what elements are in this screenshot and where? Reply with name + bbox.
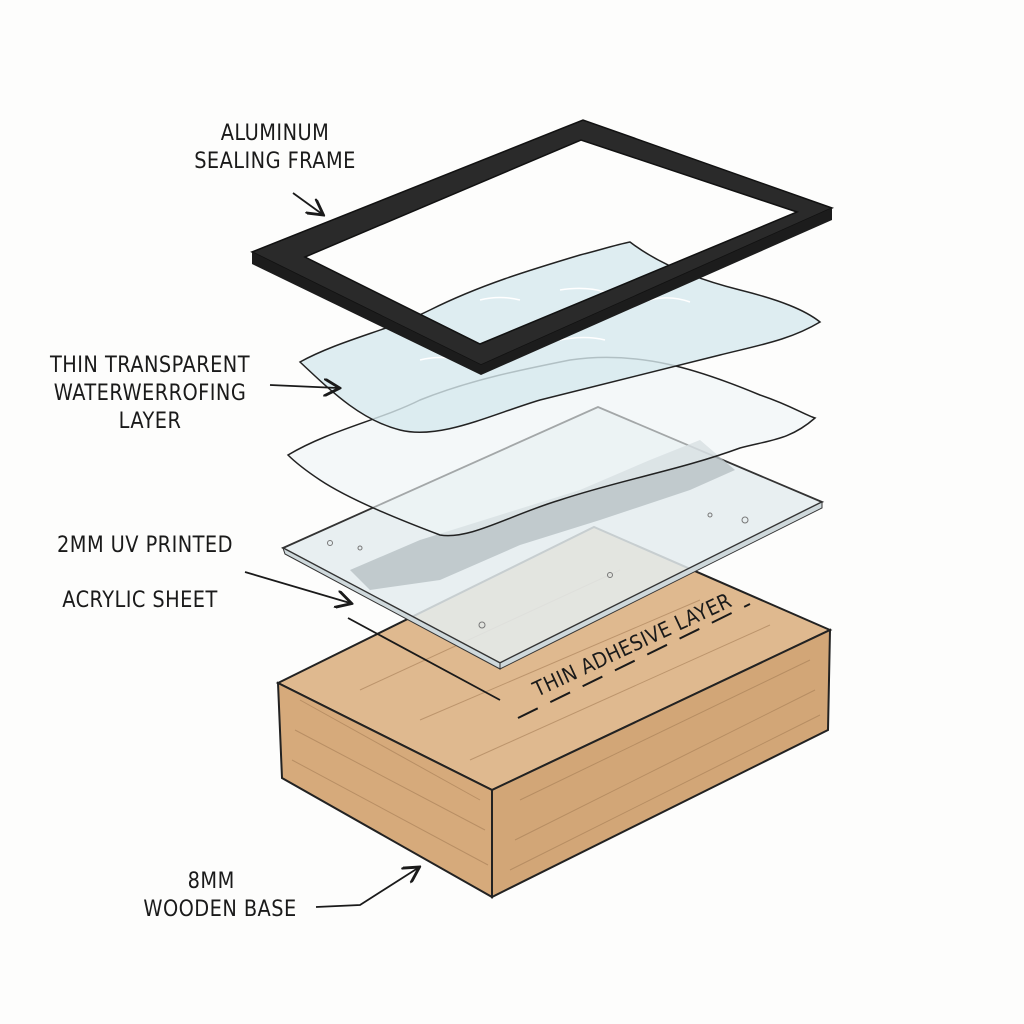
leader-lines: [244, 192, 501, 908]
waterproofing-label-line2: WATERWERROFING: [53, 381, 247, 406]
frame-label-line2: SEALING FRAME: [194, 149, 356, 174]
frame-label: ALUMINUM SEALING FRAME: [183, 120, 368, 176]
acrylic-label-line2: ACRYLIC SHEET: [62, 588, 218, 613]
acrylic-label-line1: 2MM UV PRINTED: [57, 533, 233, 558]
adhesive-dashed-line: [517, 603, 751, 719]
base-label-line2: WOODEN BASE: [143, 897, 297, 922]
base-label: 8MM WOODEN BASE: [132, 868, 308, 924]
aluminum-frame: [250, 119, 835, 375]
acrylic-sheet: [280, 406, 825, 670]
base-label-line1: 8MM: [187, 869, 235, 894]
frame-label-line1: ALUMINUM: [220, 121, 330, 146]
waterproofing-label: THIN TRANSPARENT WATERWERROFING LAYER: [44, 352, 255, 436]
waterproofing-label-line1: THIN TRANSPARENT: [50, 353, 250, 378]
waterproofing-label-line3: LAYER: [118, 409, 182, 434]
